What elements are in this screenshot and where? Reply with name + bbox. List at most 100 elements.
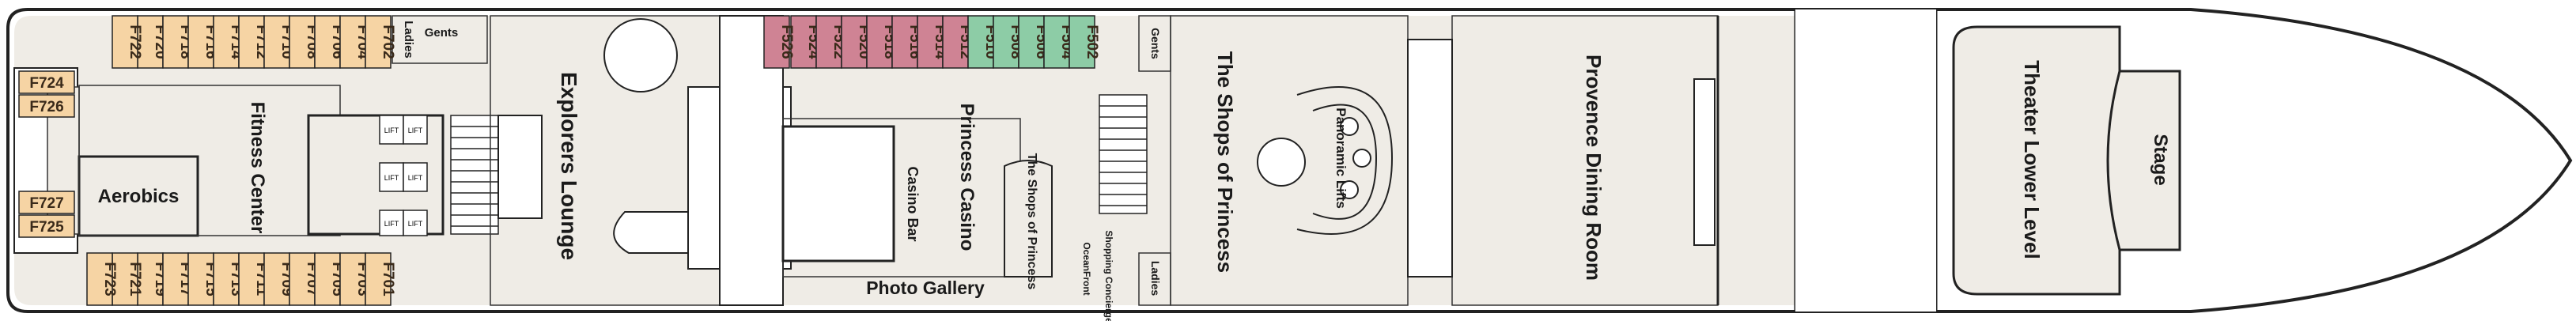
lift-tag-a: LIFT <box>384 127 399 134</box>
cabin-box <box>339 15 366 69</box>
cabin-f702[interactable]: F702 <box>365 15 396 69</box>
cabin-f727[interactable]: F727 <box>18 191 75 214</box>
cabin-box <box>967 15 994 69</box>
photo-label: Photo Gallery <box>866 278 985 298</box>
cabin-box <box>942 15 969 69</box>
cabin-f722[interactable]: F722 <box>112 15 143 69</box>
cabin-number: F721 <box>127 262 143 296</box>
dining-service <box>1407 39 1453 278</box>
cabin-box <box>314 15 341 69</box>
cabin-box <box>815 15 842 69</box>
aerobics-label: Aerobics <box>98 186 180 207</box>
lift-tag-c: LIFT <box>384 174 399 182</box>
lounge-feature-top <box>603 18 678 93</box>
cabin-box <box>238 252 265 306</box>
cabin-box <box>18 70 75 94</box>
aerobics-room <box>78 155 199 237</box>
theater-label: Theater Lower Level <box>2020 60 2044 259</box>
cabin-box <box>18 214 75 238</box>
cabin-f725[interactable]: F725 <box>18 214 75 238</box>
cabin-box <box>1018 15 1045 69</box>
gents-top-label: Gents <box>425 26 459 40</box>
cabin-box <box>866 15 893 69</box>
lift-box-b <box>403 115 428 145</box>
cabin-f701[interactable]: F701 <box>365 252 396 306</box>
cabin-box <box>365 252 392 306</box>
cabin-f724[interactable]: F724 <box>18 70 75 94</box>
lounge-bar <box>613 211 705 254</box>
lift-box-a <box>379 115 404 145</box>
lift-tag-d: LIFT <box>408 174 423 182</box>
cabin-box <box>289 252 316 306</box>
cabin-box <box>162 15 189 69</box>
cabin-box <box>112 252 138 306</box>
cabin-number: F726 <box>29 99 63 115</box>
cabin-number: F701 <box>380 262 396 296</box>
cabin-f526[interactable]: F526 <box>763 15 795 69</box>
casino-label: Princess Casino <box>956 104 978 251</box>
ladies-bottom-label: Ladies <box>1149 261 1162 296</box>
cabin-f516[interactable]: F516 <box>891 15 923 69</box>
mid-stairs <box>1099 94 1148 214</box>
cabin-f721[interactable]: F721 <box>112 252 143 306</box>
cabin-number: F723 <box>101 262 118 296</box>
cabin-box <box>763 15 790 69</box>
cabin-box <box>289 15 316 69</box>
shops-big-label: The Shops of Princess <box>1213 51 1237 273</box>
cabin-box <box>365 15 392 69</box>
cabin-box <box>917 15 944 69</box>
forward-slot <box>1693 78 1715 246</box>
lift-tag-f: LIFT <box>408 220 423 228</box>
lift-tag-e: LIFT <box>384 220 399 228</box>
cabin-f723[interactable]: F723 <box>86 252 118 306</box>
cabin-box <box>86 252 113 306</box>
casino-label-line1: Princess Casino <box>956 104 978 251</box>
lift-box-f <box>403 210 428 236</box>
cabin-f726[interactable]: F726 <box>18 94 75 118</box>
cabin-number: F724 <box>29 75 64 92</box>
restroom-aft-top <box>392 15 488 64</box>
cabin-box <box>841 15 868 69</box>
ladies-top-label: Ladies <box>402 21 415 59</box>
cabin-box <box>18 94 75 118</box>
cabin-box <box>18 191 75 214</box>
lift-box-c <box>379 162 404 192</box>
cabin-f711[interactable]: F711 <box>238 252 270 306</box>
lifts-label: Panoramic Lifts <box>1333 108 1349 209</box>
dining-label: Provence Dining Room <box>1582 55 1606 281</box>
cabin-box <box>112 15 138 69</box>
cabin-number: F702 <box>380 25 396 59</box>
cabin-box <box>993 15 1019 69</box>
forward-void <box>1795 9 1936 312</box>
casino-bar-block <box>781 125 895 262</box>
stage-label: Stage <box>2150 134 2171 185</box>
cabin-box <box>213 15 240 69</box>
cabin-box <box>137 15 164 69</box>
cabin-f514[interactable]: F514 <box>917 15 948 69</box>
lift-box-d <box>403 162 428 192</box>
cabin-box <box>1069 15 1095 69</box>
cabin-number: F526 <box>778 25 795 59</box>
cabin-number: F502 <box>1084 25 1100 59</box>
fitness-label: Fitness Center <box>247 102 268 234</box>
cabin-box <box>339 252 366 306</box>
concierge-label: Shopping Concierge <box>1103 230 1114 321</box>
lift-tag-b: LIFT <box>408 127 423 134</box>
lift-box-e <box>379 210 404 236</box>
gents-mid-label: Gents <box>1149 28 1162 59</box>
cabin-f502[interactable]: F502 <box>1069 15 1100 69</box>
cabin-box <box>790 15 817 69</box>
shops-small-room <box>1004 160 1053 278</box>
cabin-number: F722 <box>127 25 143 59</box>
aft-core-b <box>497 115 543 219</box>
dining-label-text: Provence Dining Room <box>1582 55 1606 281</box>
theater-room <box>1952 25 2121 296</box>
cabin-f520[interactable]: F520 <box>841 15 872 69</box>
cabin-box <box>187 15 214 69</box>
cabin-box <box>187 252 214 306</box>
panoramic-lifts-structure <box>1257 86 1394 235</box>
shops-small-label: The Shops of Princess <box>1025 153 1038 290</box>
cabin-number: F727 <box>29 195 63 212</box>
stage-area <box>2106 70 2181 251</box>
